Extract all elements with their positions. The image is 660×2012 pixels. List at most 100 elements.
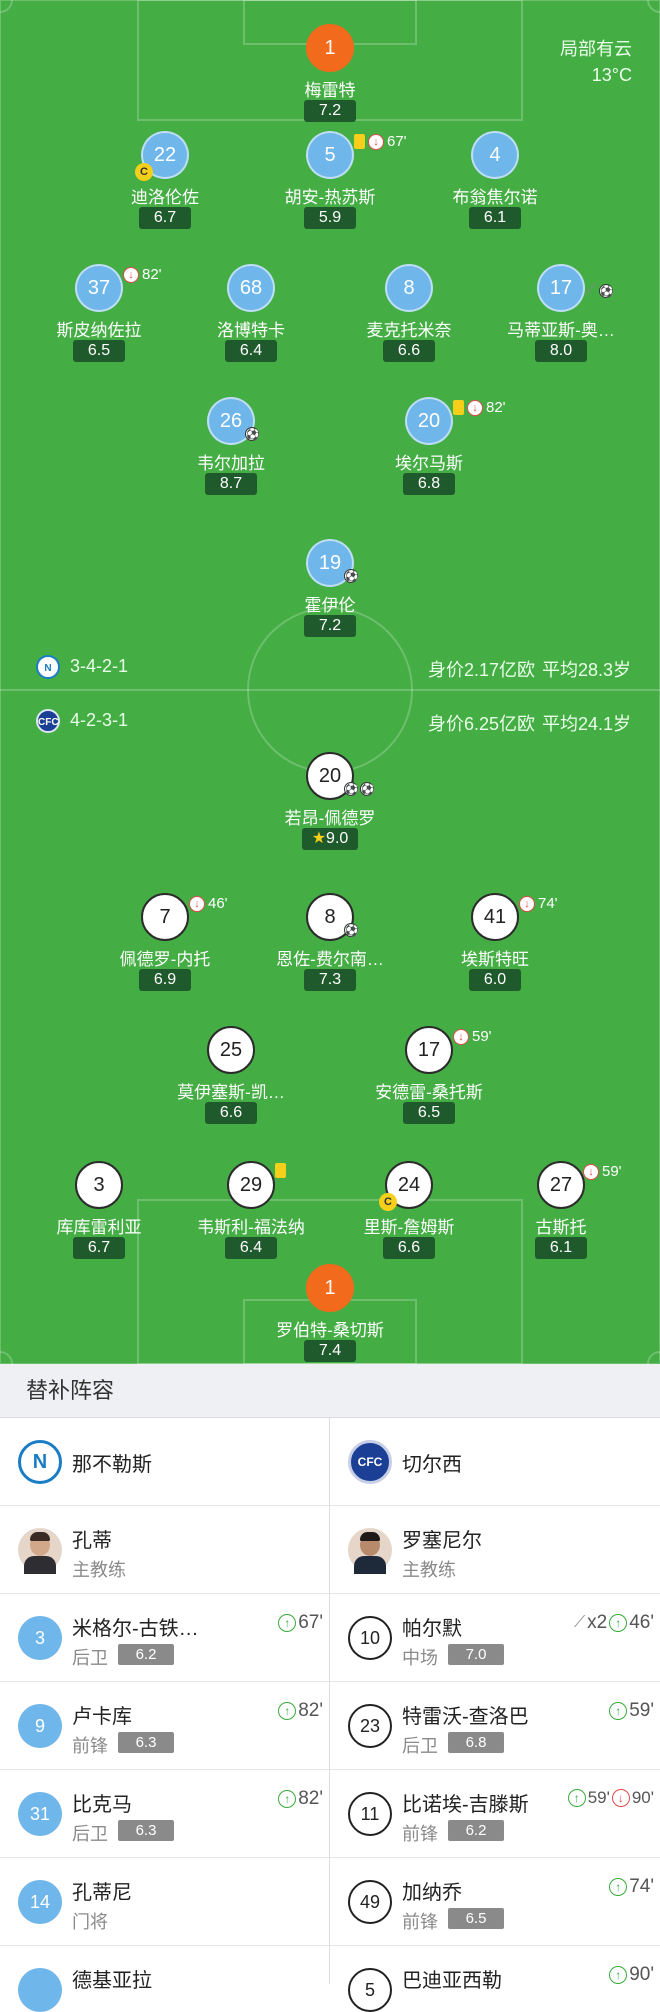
assist-ball-icon: ⚽	[599, 284, 614, 298]
sub-position: 后卫	[402, 1736, 438, 1756]
player-rating: 6.7	[139, 207, 191, 229]
sub-minute: 59'	[629, 1700, 654, 1721]
sub-events: ↑ 82'	[278, 1788, 323, 1810]
sub-row[interactable]: 9 卢卡库 前锋 6.3 ↑ 82'	[0, 1682, 329, 1770]
sub-number: 11	[348, 1792, 392, 1836]
coach-avatar	[18, 1528, 62, 1574]
event-minute: 59'	[472, 1028, 492, 1045]
sub-minute: 82'	[298, 1788, 323, 1809]
player-name: 梅雷特	[304, 81, 356, 100]
sub-name: 加纳乔	[402, 1882, 462, 1904]
player-number: 25	[207, 1026, 255, 1074]
assist-markers: ⚽	[344, 923, 359, 937]
player-rating: 6.1	[535, 1237, 587, 1259]
sub-off-icon: ↓	[189, 895, 205, 912]
coach-row[interactable]: 罗塞尼尔 主教练	[330, 1506, 660, 1594]
player-number: 1	[306, 24, 354, 72]
player-number: 8	[385, 264, 433, 312]
sub-row[interactable]: 德基亚拉	[0, 1946, 329, 2012]
player-name: 佩德罗-内托	[119, 950, 211, 969]
sub-name: 特雷沃-查洛巴	[402, 1706, 529, 1728]
sub-row[interactable]: 10 帕尔默 中场 7.0 ⟋ x2 ↑ 46'	[330, 1594, 660, 1682]
bench-team-row[interactable]: N 那不勒斯	[0, 1418, 329, 1506]
bench-away: CFC 切尔西 罗塞尼尔 主教练 10 帕尔默 中场 7.0 ⟋ x2 ↑	[330, 1418, 660, 2012]
player-name: 韦尔加拉	[197, 454, 265, 473]
sub-position: 门将	[72, 1912, 108, 1932]
player-name: 斯皮纳佐拉	[56, 321, 142, 340]
player-name: 迪洛伦佐	[131, 188, 199, 207]
assist-ball-icon: ⚽	[344, 923, 359, 937]
sub-minute: 59'	[587, 1788, 610, 1807]
bench-columns: N 那不勒斯 孔蒂 主教练 3 米格尔-古铁… 后卫 6.2 ↑ 67'	[0, 1418, 660, 2012]
sub-number: 9	[18, 1704, 62, 1748]
sub-row[interactable]: 31 比克马 后卫 6.3 ↑ 82'	[0, 1770, 329, 1858]
event-minute: 82'	[486, 399, 506, 416]
player-name: 洛博特卡	[217, 321, 285, 340]
player-number: 68	[227, 264, 275, 312]
sub-minute: 74'	[629, 1876, 654, 1897]
sub-name: 德基亚拉	[72, 1970, 152, 1992]
player-rating: 5.9	[304, 207, 356, 229]
sub-number: 14	[18, 1880, 62, 1924]
player-name: 麦克托米奈	[366, 321, 452, 340]
sub-row[interactable]: 23 特雷沃-查洛巴 后卫 6.8 ↑ 59'	[330, 1682, 660, 1770]
home-team-info: N 3-4-2-1 身价2.17亿欧 平均28.3岁	[0, 652, 660, 682]
sub-minute: 67'	[298, 1612, 323, 1633]
sub-off-icon: ↓	[467, 399, 483, 416]
star-icon: ★	[311, 830, 327, 847]
player-events: ↓ 46'	[189, 895, 228, 912]
goal-markers: ⚽	[344, 569, 359, 583]
sub-row[interactable]: 14 孔蒂尼 门将	[0, 1858, 329, 1946]
player-rating: 7.3	[304, 969, 356, 991]
yellow-card-icon	[453, 400, 464, 415]
player-number: 4	[471, 131, 519, 179]
player-name: 莫伊塞斯-凯…	[177, 1083, 285, 1102]
player-rating: 7.2	[304, 100, 356, 122]
player-rating: 6.1	[469, 207, 521, 229]
player-rating: 6.6	[205, 1102, 257, 1124]
player-name: 韦斯利-福法纳	[197, 1218, 305, 1237]
sub-row[interactable]: 49 加纳乔 前锋 6.5 ↑ 74'	[330, 1858, 660, 1946]
player-number: 41	[471, 893, 519, 941]
sub-rating: 6.8	[448, 1732, 504, 1753]
event-minute: 82'	[142, 266, 162, 283]
sub-minute: 82'	[298, 1700, 323, 1721]
event-minute: 74'	[538, 895, 558, 912]
coach-row[interactable]: 孔蒂 主教练	[0, 1506, 329, 1594]
player-events	[275, 1163, 286, 1178]
sub-position: 后卫	[72, 1824, 108, 1844]
coach-avatar	[348, 1528, 392, 1574]
player-rating: ★9.0	[302, 828, 358, 850]
player-rating: 6.6	[383, 1237, 435, 1259]
player-number: 17	[537, 264, 585, 312]
away-formation: 4-2-3-1	[70, 710, 129, 730]
sub-on-icon: ↑	[278, 1614, 297, 1632]
player-rating: 8.0	[535, 340, 587, 362]
goal-markers: ⚽	[245, 427, 260, 441]
player-rating: 6.5	[73, 340, 125, 362]
sub-row[interactable]: 11 比诺埃-吉滕斯 前锋 6.2 ↑ 59' ↓ 90'	[330, 1770, 660, 1858]
player-number: 37	[75, 264, 123, 312]
sub-row[interactable]: 5 巴迪亚西勒 ↑ 90'	[330, 1946, 660, 2012]
sub-row[interactable]: 3 米格尔-古铁… 后卫 6.2 ↑ 67'	[0, 1594, 329, 1682]
sub-rating: 6.5	[448, 1908, 504, 1929]
sub-rating: 6.2	[448, 1820, 504, 1841]
player-name: 里斯-詹姆斯	[363, 1218, 455, 1237]
sub-position: 后卫	[72, 1648, 108, 1668]
sub-on-icon: ↑	[609, 1878, 628, 1896]
sub-rating: 7.0	[448, 1644, 504, 1665]
player-events: ↓ 82'	[453, 399, 506, 416]
player-name: 罗伯特-桑切斯	[276, 1321, 384, 1340]
sub-off-icon: ↓	[123, 266, 139, 283]
sub-events: ⟋ x2 ↑ 46'	[574, 1612, 654, 1634]
sub-name: 比诺埃-吉滕斯	[402, 1794, 529, 1816]
sub-position: 前锋	[402, 1912, 438, 1932]
player-rating: 6.7	[73, 1237, 125, 1259]
napoli-crest-icon: N	[36, 655, 60, 679]
player-rating: 7.4	[304, 1340, 356, 1362]
sub-name: 帕尔默	[402, 1618, 462, 1640]
bench-team-row[interactable]: CFC 切尔西	[330, 1418, 660, 1506]
goal-ball-icon: ⚽	[245, 427, 260, 441]
sub-number: 5	[348, 1968, 392, 2012]
player-rating: 6.4	[225, 1237, 277, 1259]
